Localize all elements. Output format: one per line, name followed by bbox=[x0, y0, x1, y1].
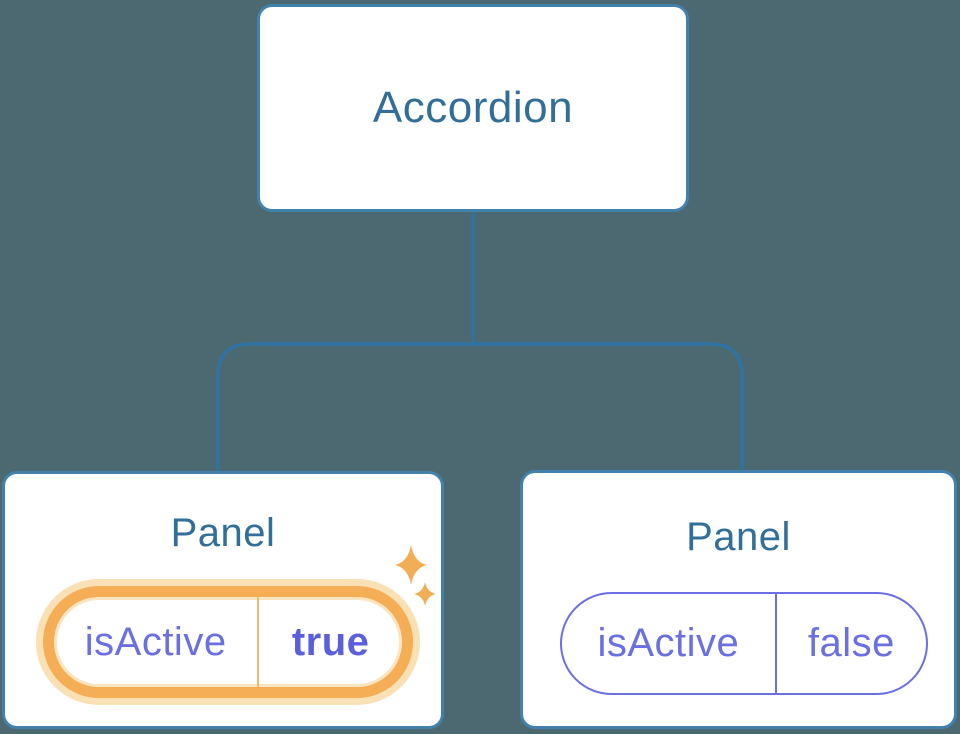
prop-name: isActive bbox=[562, 594, 777, 693]
sparkle-large bbox=[395, 545, 427, 585]
panel-node-label: Panel bbox=[170, 511, 276, 555]
panel-node-inactive: Panel isActive false bbox=[520, 470, 957, 729]
sparkle-small bbox=[414, 582, 436, 606]
connector-branch bbox=[216, 342, 744, 471]
accordion-node: Accordion bbox=[257, 4, 689, 212]
panel-node-label: Panel bbox=[686, 515, 791, 559]
sparkles-icon bbox=[395, 545, 436, 606]
prop-pill-active: isActive true bbox=[43, 586, 413, 698]
prop-value: false bbox=[807, 621, 895, 665]
prop-pill-inactive: isActive false bbox=[560, 592, 928, 695]
prop-value: true bbox=[291, 619, 370, 664]
accordion-node-label: Accordion bbox=[372, 83, 574, 132]
prop-name: isActive bbox=[54, 597, 260, 687]
panel-node-active: Panel isActive true bbox=[2, 471, 444, 729]
